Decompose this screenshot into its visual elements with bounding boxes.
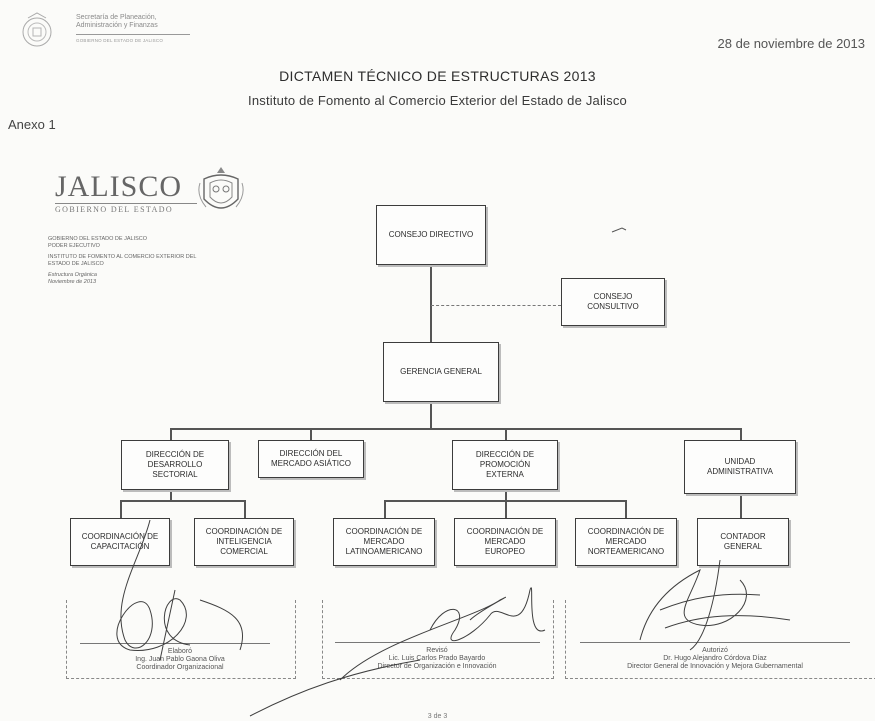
jalisco-meta-2: PODER EJECUTIVO	[48, 243, 100, 249]
box-coord-latino: COORDINACIÓN DE MERCADO LATINOAMERICANO	[333, 518, 435, 566]
box-unidad-administrativa: UNIDAD ADMINISTRATIVA	[684, 440, 796, 494]
signature-rule-autorizo	[580, 642, 850, 643]
jalisco-crest-icon	[198, 167, 244, 209]
jalisco-meta-6: Noviembre de 2013	[48, 279, 97, 285]
signature-elaboro-text: Elaboró Ing. Juan Pablo Gaona Oliva Coor…	[135, 648, 225, 671]
document-subtitle: Instituto de Fomento al Comercio Exterio…	[248, 93, 627, 108]
connector-europeo	[505, 500, 507, 518]
jalisco-meta-3: INSTITUTO DE FOMENTO AL COMERCIO EXTERIO…	[48, 254, 197, 260]
jalisco-divider	[55, 203, 197, 204]
connector-consultivo	[431, 305, 561, 306]
document-title: DICTAMEN TÉCNICO DE ESTRUCTURAS 2013	[279, 68, 596, 84]
secretaria-subtext: GOBIERNO DEL ESTADO DE JALISCO	[76, 38, 164, 43]
connector-consejo-gerencia	[430, 265, 432, 342]
box-coord-capacitacion: COORDINACIÓN DE CAPACITACIÓN	[70, 518, 170, 566]
box-coord-europeo: COORDINACIÓN DE MERCADO EUROPEO	[454, 518, 556, 566]
connector-desarrollo-down	[170, 490, 172, 500]
signature-reviso-text: Revisó Lic. Luis Carlos Prado Bayardo Di…	[377, 647, 497, 670]
connector-dir-desarrollo	[170, 428, 172, 440]
connector-latino	[384, 500, 386, 518]
box-dir-promocion: DIRECCIÓN DE PROMOCIÓN EXTERNA	[452, 440, 558, 490]
connector-dir-asiatico	[310, 428, 312, 440]
secretaria-name: Secretaría de Planeación, Administración…	[76, 14, 158, 29]
box-coord-inteligencia: COORDINACIÓN DE INTELIGENCIA COMERCIAL	[194, 518, 294, 566]
signature-rule-elaboro	[80, 643, 270, 644]
annex-label: Anexo 1	[8, 117, 56, 132]
page-number: 3 de 3	[427, 713, 448, 720]
signature-rule-reviso	[335, 642, 540, 643]
box-gerencia-general: GERENCIA GENERAL	[383, 342, 499, 402]
jalisco-gobierno: GOBIERNO DEL ESTADO	[55, 205, 174, 214]
connector-unidad	[740, 428, 742, 440]
box-dir-desarrollo: DIRECCIÓN DE DESARROLLO SECTORIAL	[121, 440, 229, 490]
connector-dir-promocion	[505, 428, 507, 440]
connector-capacitacion	[120, 500, 122, 518]
connector-promocion-down	[505, 490, 507, 500]
connector-contador	[740, 494, 742, 518]
jalisco-meta-5: Estructura Orgánica	[48, 272, 97, 278]
signature-box-autorizo	[565, 600, 875, 679]
box-consejo-directivo: CONSEJO DIRECTIVO	[376, 205, 486, 265]
signature-autorizo-text: Autorizó Dr. Hugo Alejandro Córdova Díaz…	[627, 647, 803, 670]
document-date: 28 de noviembre de 2013	[717, 36, 865, 51]
box-dir-mercado-asiatico: DIRECCIÓN DEL MERCADO ASIÁTICO	[258, 440, 364, 478]
connector-norte	[625, 500, 627, 518]
connector-desarrollo-bar	[120, 500, 245, 502]
jalisco-wordmark: JALISCO	[55, 170, 183, 203]
pen-mark	[611, 227, 627, 233]
box-consejo-consultivo: CONSEJO CONSULTIVO	[561, 278, 665, 326]
box-coord-norte: COORDINACIÓN DE MERCADO NORTEAMERICANO	[575, 518, 677, 566]
jalisco-meta-4: ESTADO DE JALISCO	[48, 261, 104, 267]
box-contador-general: CONTADOR GENERAL	[697, 518, 789, 566]
secretaria-divider	[76, 34, 190, 35]
connector-directors-bar	[170, 428, 740, 430]
secretaria-seal-icon	[22, 12, 52, 47]
connector-inteligencia	[244, 500, 246, 518]
jalisco-meta-1: GOBIERNO DEL ESTADO DE JALISCO	[48, 236, 148, 242]
connector-gerencia-down	[430, 402, 432, 428]
